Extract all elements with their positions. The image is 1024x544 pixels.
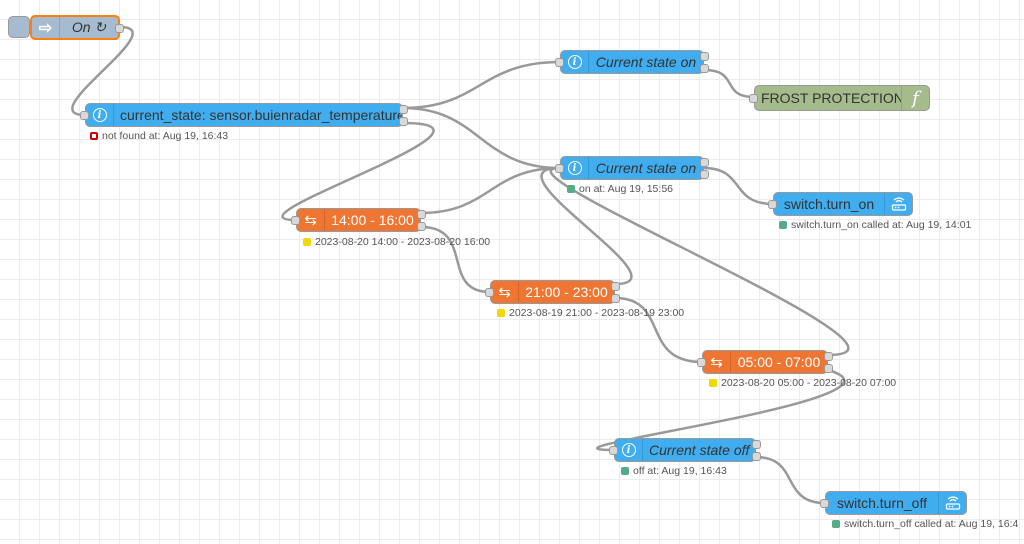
status-dot-icon <box>779 221 787 229</box>
output-port-1[interactable] <box>611 282 620 291</box>
output-port-1[interactable] <box>399 105 408 114</box>
switch-turn-on-node[interactable]: switch.turn_on <box>768 192 913 216</box>
input-port[interactable] <box>555 58 564 67</box>
status-dot-icon <box>621 467 629 475</box>
info-icon: i <box>615 439 643 461</box>
status-dot-icon <box>709 379 717 387</box>
output-port[interactable] <box>115 24 124 33</box>
input-port[interactable] <box>609 446 618 455</box>
output-port-2[interactable] <box>611 294 620 303</box>
router-icon <box>884 193 912 215</box>
output-port-2[interactable] <box>417 222 426 231</box>
output-port-1[interactable] <box>752 440 761 449</box>
time-range-node[interactable]: ⇆ 05:00 - 07:00 <box>697 350 833 374</box>
wire <box>703 166 774 206</box>
node-label: Current state on <box>595 160 697 176</box>
info-icon: i <box>86 104 114 126</box>
output-port-1[interactable] <box>700 158 709 167</box>
current-state-node[interactable]: i current_state: sensor.buienradar_tempe… <box>80 103 408 127</box>
node-label: switch.turn_off <box>836 495 927 511</box>
output-port-2[interactable] <box>700 170 709 179</box>
wire <box>71 25 134 117</box>
current-state-on-node[interactable]: i Current state on <box>555 156 709 180</box>
wire <box>703 68 755 99</box>
wire <box>420 166 561 215</box>
wire <box>420 225 491 294</box>
node-label: 21:00 - 23:00 <box>525 284 608 300</box>
wire <box>549 166 850 357</box>
inject-node[interactable]: ⇨ On ↻ <box>30 15 124 40</box>
output-port-1[interactable] <box>824 352 833 361</box>
current-state-off-node[interactable]: i Current state off <box>609 438 761 462</box>
node-status: 2023-08-20 05:00 - 2023-08-20 07:00 <box>709 377 896 389</box>
node-status: 2023-08-19 21:00 - 2023-08-19 23:00 <box>497 307 684 319</box>
status-dot-icon <box>832 520 840 528</box>
time-range-node[interactable]: ⇆ 14:00 - 16:00 <box>291 208 426 232</box>
wire <box>540 166 633 286</box>
input-port[interactable] <box>697 358 706 367</box>
node-label: 14:00 - 16:00 <box>331 212 414 228</box>
node-label: 05:00 - 07:00 <box>737 354 821 370</box>
switch-branch-icon: ⇆ <box>297 209 325 231</box>
input-port[interactable] <box>768 200 777 209</box>
output-port-2[interactable] <box>752 452 761 461</box>
switch-turn-off-node[interactable]: switch.turn_off <box>820 491 967 515</box>
node-status: on at: Aug 19, 15:56 <box>567 183 673 195</box>
wire <box>755 455 826 505</box>
wire <box>281 121 435 222</box>
input-port[interactable] <box>80 111 89 120</box>
time-range-node[interactable]: ⇆ 21:00 - 23:00 <box>485 280 620 304</box>
node-label: switch.turn_on <box>783 196 875 212</box>
frost-protection-node[interactable]: FROST PROTECTION 𝑓 <box>749 85 930 111</box>
output-port-1[interactable] <box>700 52 709 61</box>
input-port[interactable] <box>555 164 564 173</box>
status-dot-icon <box>567 185 575 193</box>
current-state-on-node[interactable]: i Current state on <box>555 50 709 74</box>
wire <box>402 106 561 170</box>
status-ring-icon <box>90 132 98 140</box>
node-status: switch.turn_off called at: Aug 19, 16:4 <box>832 518 1018 530</box>
wire <box>614 296 703 364</box>
node-status: not found at: Aug 19, 16:43 <box>90 130 228 142</box>
input-port[interactable] <box>291 216 300 225</box>
node-status: off at: Aug 19, 16:43 <box>621 465 727 477</box>
inject-label: On ↻ <box>71 19 107 35</box>
input-port[interactable] <box>485 288 494 297</box>
input-port[interactable] <box>749 94 758 103</box>
node-status: switch.turn_on called at: Aug 19, 14:01 <box>779 219 971 231</box>
node-status: 2023-08-20 14:00 - 2023-08-20 16:00 <box>303 236 490 248</box>
output-port-2[interactable] <box>399 117 408 126</box>
node-label: Current state on <box>595 54 697 70</box>
inject-button[interactable] <box>8 16 30 38</box>
output-port-1[interactable] <box>417 210 426 219</box>
input-port[interactable] <box>820 499 829 508</box>
router-icon <box>938 492 966 514</box>
arrow-right-icon: ⇨ <box>32 17 60 38</box>
info-icon: i <box>561 51 589 73</box>
switch-branch-icon: ⇆ <box>491 281 519 303</box>
output-port-2[interactable] <box>700 64 709 73</box>
switch-branch-icon: ⇆ <box>703 351 731 373</box>
function-icon: 𝑓 <box>901 86 929 110</box>
wire <box>402 60 561 110</box>
node-label: FROST PROTECTION <box>761 90 901 106</box>
status-dot-icon <box>497 309 505 317</box>
status-dot-icon <box>303 238 311 246</box>
info-icon: i <box>561 157 589 179</box>
node-label: current_state: sensor.buienradar_tempera… <box>120 107 402 123</box>
node-label: Current state off <box>649 442 750 458</box>
wire <box>596 368 846 452</box>
output-port-2[interactable] <box>824 364 833 373</box>
